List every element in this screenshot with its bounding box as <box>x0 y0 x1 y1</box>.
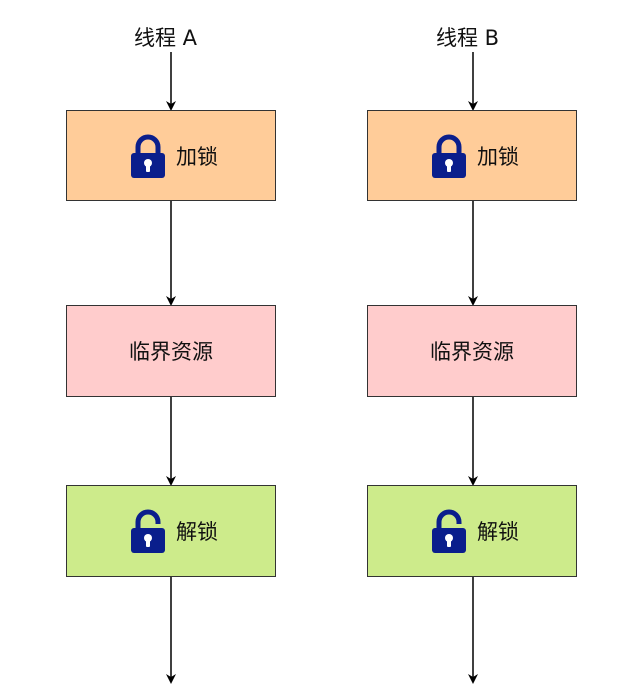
resource-step-label: 临界资源 <box>129 340 213 364</box>
thread-a-unlock-step: 解锁 <box>66 485 276 577</box>
locked-padlock-icon <box>432 134 466 178</box>
thread-b-unlock-step: 解锁 <box>367 485 577 577</box>
thread-b-lock-step: 加锁 <box>367 110 577 201</box>
unlock-step-label: 解锁 <box>477 520 519 544</box>
resource-step-label: 临界资源 <box>430 340 514 364</box>
thread-a-title: 线程 A <box>134 26 198 50</box>
thread-b-resource-step: 临界资源 <box>367 305 577 397</box>
lock-step-label: 加锁 <box>477 144 519 169</box>
unlocked-padlock-icon <box>131 509 165 553</box>
thread-a-resource-step: 临界资源 <box>66 305 276 397</box>
thread-b-title: 线程 B <box>436 26 500 50</box>
unlocked-padlock-icon <box>432 509 466 553</box>
thread-a-lock-step: 加锁 <box>66 110 276 201</box>
lock-step-label: 加锁 <box>176 144 218 169</box>
locked-padlock-icon <box>131 134 165 178</box>
unlock-step-label: 解锁 <box>176 520 218 544</box>
